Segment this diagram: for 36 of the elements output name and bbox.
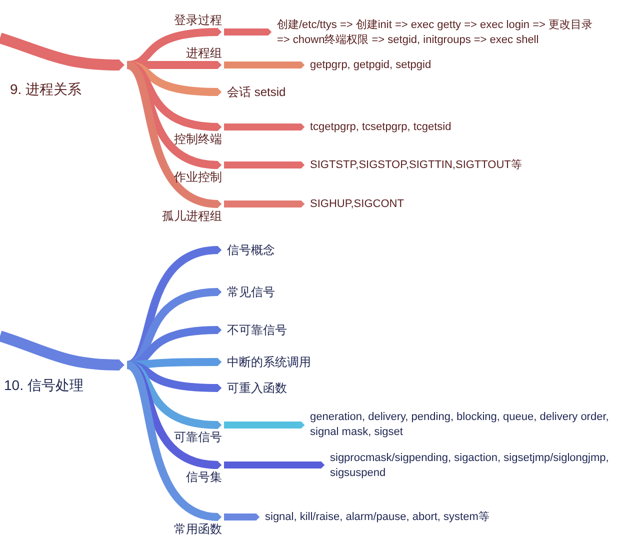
subtopic-label: 作业控制 (174, 170, 222, 185)
detail-text: getpgrp, getpgid, setpgid (310, 58, 432, 72)
branch-arrow (224, 124, 305, 130)
subtopic-label: 可重入函数 (227, 380, 287, 396)
branch-arrow (224, 200, 305, 208)
branch-arrow (0, 330, 124, 370)
subtopic-label: 常见信号 (227, 284, 275, 300)
detail-text: sigprocmask/sigpending, sigaction, sigsetjmp/siglongjmp, sigsuspend (330, 451, 610, 481)
subtopic-label: 常用函数 (174, 522, 222, 537)
subtopic-label: 不可靠信号 (227, 322, 287, 338)
detail-text: SIGHUP,SIGCONT (310, 196, 404, 212)
subtopic-label: 会话 setsid (227, 84, 286, 100)
subtopic-label: 中断的系统调用 (227, 354, 311, 370)
branch-arrow (0, 32, 124, 70)
subtopic-label: 信号概念 (227, 242, 275, 258)
main-topic-label: 9. 进程关系 (10, 80, 82, 98)
branch-arrow (224, 162, 305, 168)
branch-arrow (125, 361, 222, 521)
detail-text: 创建/etc/ttys => 创建init => exec getty => exec login => 更改目录 => chown终端权限 => setgid, initgroups => exec shell (277, 18, 594, 48)
branch-arrow (224, 422, 305, 428)
detail-text: tcgetpgrp, tcsetpgrp, tcgetsid (310, 120, 452, 134)
branch-arrow (224, 514, 260, 520)
detail-text: generation, delivery, pending, blocking, queue, delivery order, signal mask, sigset (310, 410, 610, 440)
branch-arrow (224, 62, 305, 68)
subtopic-label: 登录过程 (174, 13, 222, 28)
subtopic-label: 信号集 (186, 470, 222, 485)
branch-arrow (224, 28, 272, 36)
branch-arrow (125, 61, 222, 208)
subtopic-label: 控制终端 (174, 132, 222, 147)
detail-text: signal, kill/raise, alarm/pause, abort, system等 (265, 510, 490, 524)
main-topic-label: 10. 信号处理 (4, 376, 84, 394)
detail-text: SIGTSTP,SIGSTOP,SIGTTIN,SIGTTOUT等 (310, 158, 522, 172)
subtopic-label: 可靠信号 (174, 430, 222, 445)
subtopic-label: 孤儿进程组 (162, 209, 222, 224)
subtopic-label: 进程组 (186, 46, 222, 61)
branch-arrow (224, 462, 325, 468)
